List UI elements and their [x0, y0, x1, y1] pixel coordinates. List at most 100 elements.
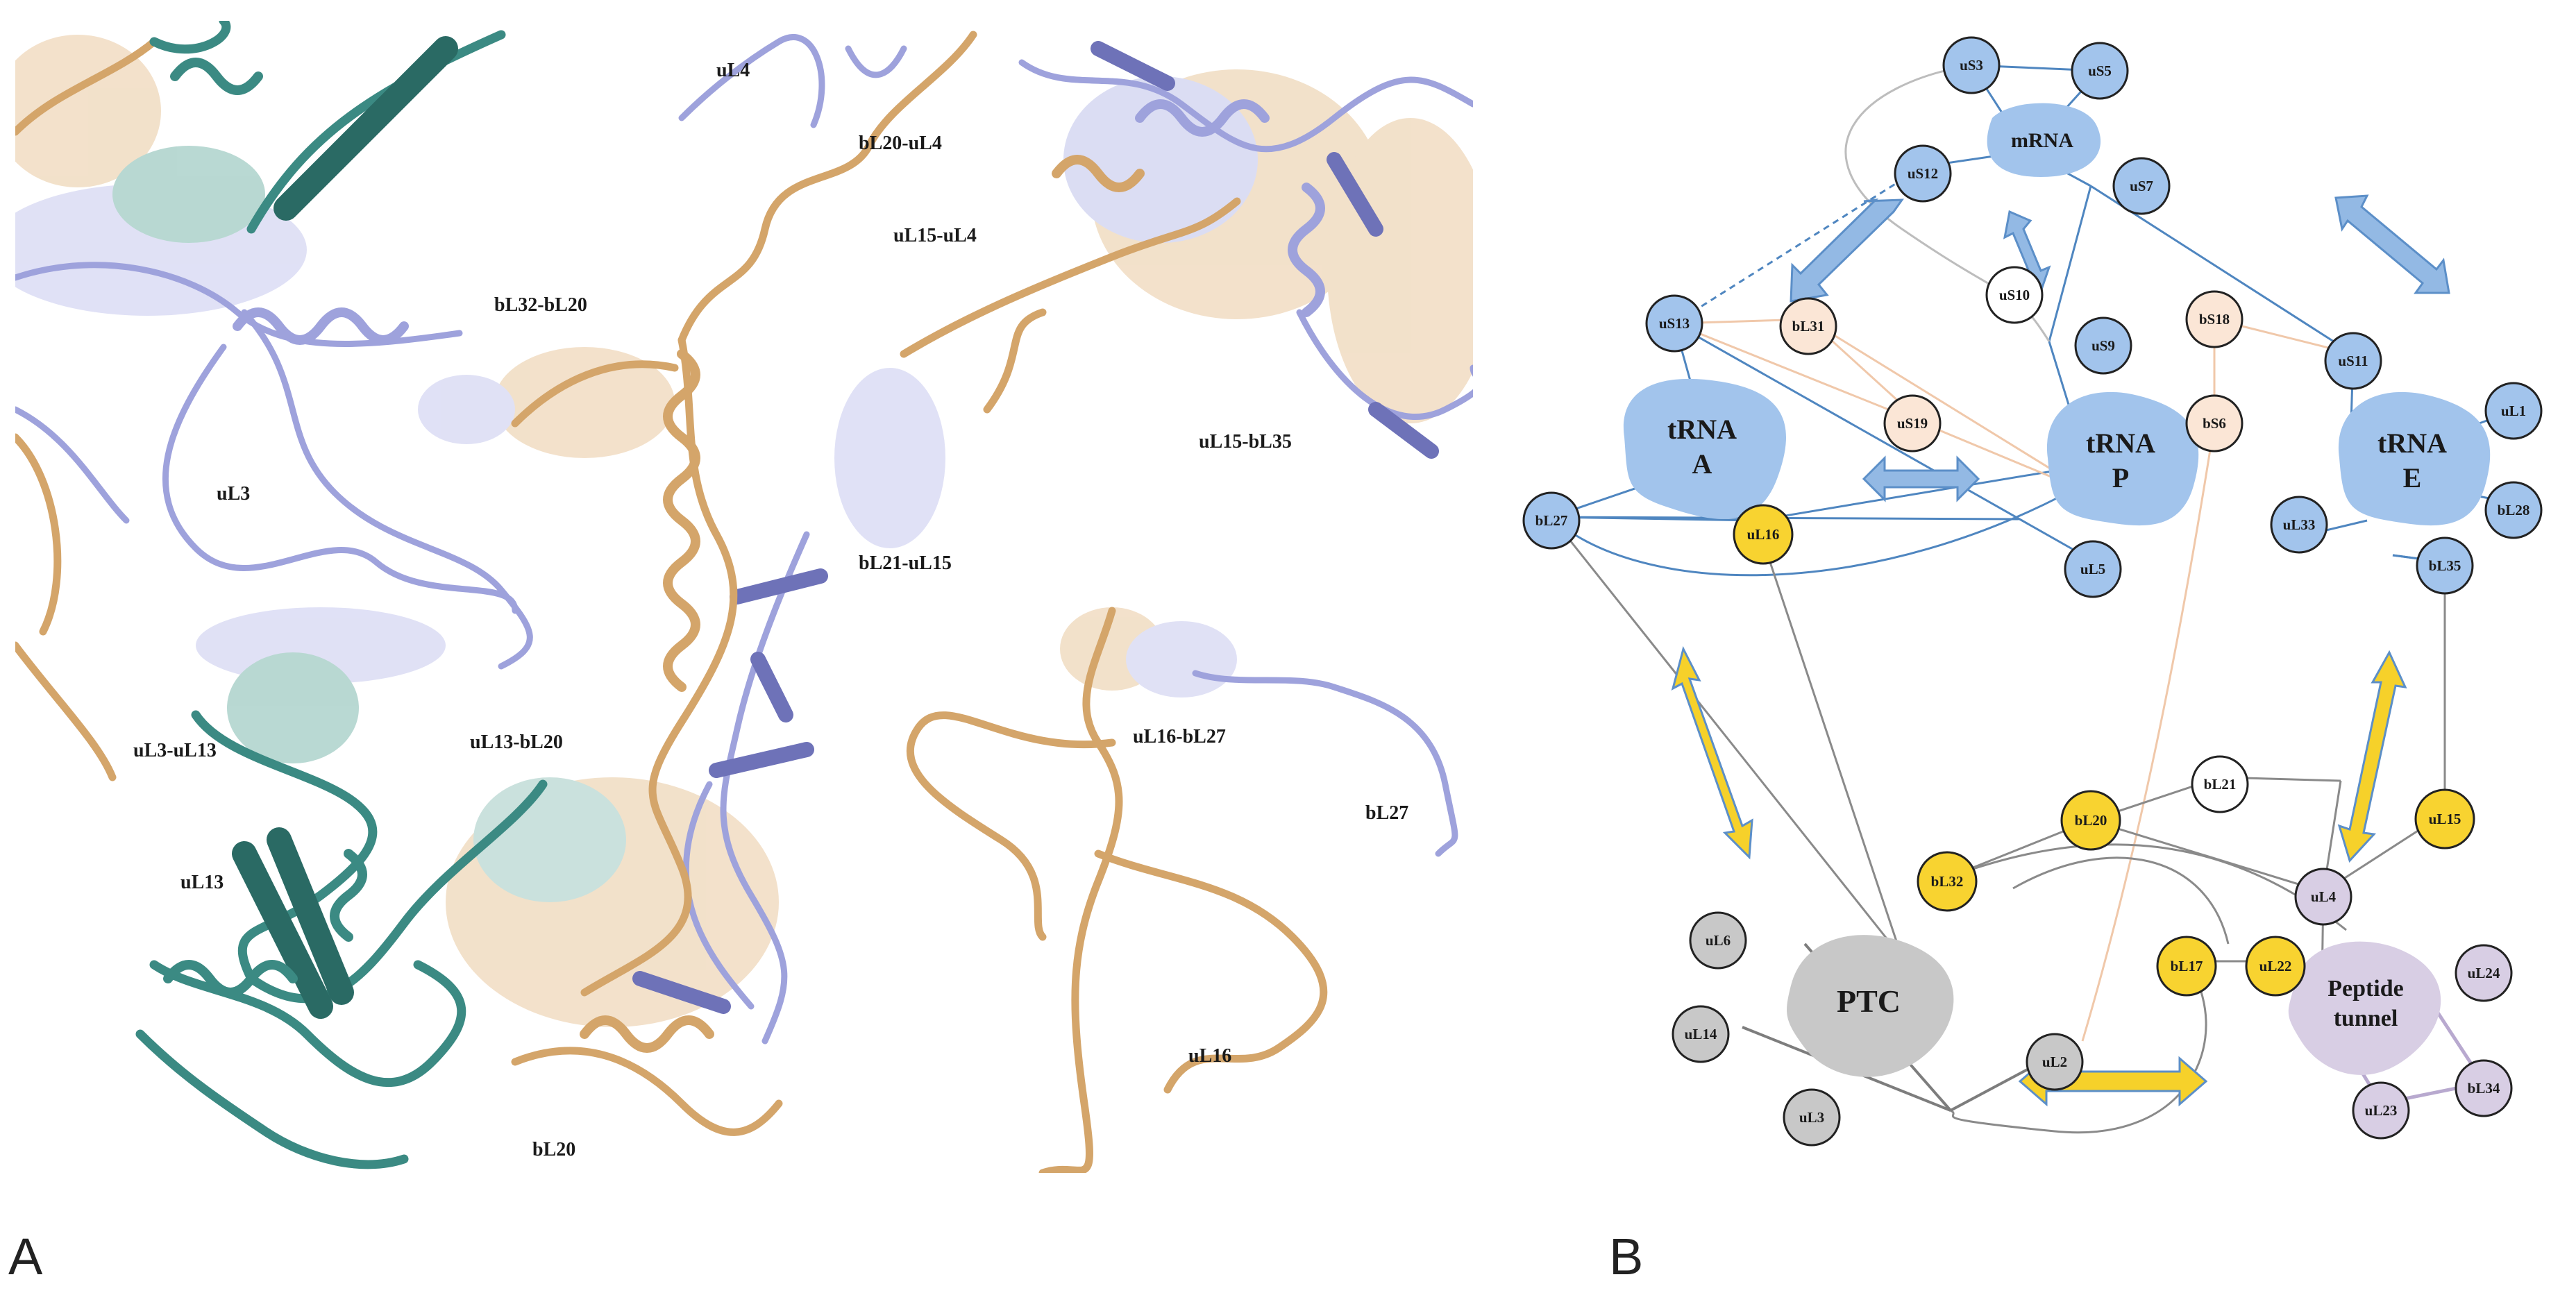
label-ul3: uL3 [217, 483, 250, 505]
hub-trna-p-label-1: tRNA [2086, 428, 2155, 459]
hub-peptide-label-1: Peptide [2327, 976, 2404, 1001]
node-us5-label: uS5 [2088, 62, 2112, 79]
hub-trna-p: tRNA P [2046, 391, 2199, 526]
node-ul2: uL2 [2026, 1033, 2084, 1091]
node-bl32-label: bL32 [1931, 873, 1964, 890]
network-diagram: mRNA tRNA A tRNA P tRNA E PTC Peptide tu… [1522, 36, 2543, 1147]
node-ul22-label: uL22 [2259, 958, 2292, 974]
node-bl32: bL32 [1917, 851, 1978, 912]
node-bl17-label: bL17 [2171, 958, 2203, 974]
ribbon-structure: uL4 bL20-uL4 uL15-uL4 bL32-bL20 uL15-bL3… [15, 21, 1473, 1173]
node-us19: uS19 [1883, 394, 1942, 453]
node-bs18: bS18 [2185, 290, 2244, 348]
arrow-yellow-right [2337, 650, 2407, 863]
node-ul15: uL15 [2414, 788, 2475, 849]
teal-sheet [232, 36, 458, 1019]
node-bl21-label: bL21 [2204, 776, 2237, 793]
node-us7: uS7 [2112, 157, 2171, 215]
panel-letter-a: A [8, 1228, 43, 1285]
node-ul22: uL22 [2245, 936, 2306, 997]
hubs: mRNA tRNA A tRNA P tRNA E PTC Peptide tu… [1623, 103, 2491, 1077]
node-bl35: bL35 [2416, 536, 2474, 595]
hub-trna-a-label-2: A [1692, 448, 1712, 480]
label-ul3-ul13: uL3-uL13 [133, 740, 217, 761]
node-bl28: bL28 [2484, 481, 2543, 539]
node-ul14-label: uL14 [1685, 1026, 1717, 1042]
label-ul16: uL16 [1188, 1045, 1231, 1067]
node-ul2-label: uL2 [2042, 1054, 2067, 1070]
edge-bl32-bl17-arc [2012, 856, 2230, 945]
label-bl27: bL27 [1365, 802, 1408, 824]
node-bl34-label: bL34 [2468, 1080, 2500, 1097]
node-ul16: uL16 [1733, 504, 1794, 565]
edge-bl27-trnap-curve [1550, 477, 2094, 577]
edge-bl17-ul3-arc [1950, 961, 2207, 1134]
node-us13: uS13 [1645, 294, 1703, 353]
node-ul15-label: uL15 [2429, 811, 2461, 827]
node-us12-label: uS12 [1908, 165, 1938, 182]
label-bl20: bL20 [532, 1139, 575, 1160]
label-ul13: uL13 [180, 872, 224, 893]
panel-letter-b: B [1609, 1228, 1644, 1285]
node-bs6: bS6 [2185, 394, 2244, 453]
node-bl28-label: bL28 [2498, 502, 2530, 518]
structure-panel: uL4 bL20-uL4 uL15-uL4 bL32-bL20 uL15-bL3… [15, 21, 1473, 1173]
node-ul1: uL1 [2484, 382, 2543, 440]
node-ul6: uL6 [1689, 911, 1747, 970]
node-us10: uS10 [1985, 266, 2044, 324]
lavender-helix [233, 99, 1325, 345]
label-ul16-bl27: uL16-bL27 [1133, 726, 1226, 747]
node-us5: uS5 [2071, 42, 2129, 100]
node-us13-label: uS13 [1659, 315, 1690, 332]
tan-chains [15, 31, 1328, 1173]
beta-strands [632, 41, 1439, 1014]
node-us11-label: uS11 [2338, 353, 2368, 369]
label-ul13-bl20: uL13-bL20 [470, 732, 563, 753]
node-ul4-label: uL4 [2311, 888, 2337, 905]
node-bl31: bL31 [1779, 297, 1837, 355]
surface-blobs [15, 35, 1473, 1027]
node-bl20: bL20 [2060, 790, 2121, 851]
node-us9-label: uS9 [2091, 337, 2115, 354]
edge-bl32-ul4-arc [1946, 843, 2347, 931]
node-ul16-label: uL16 [1747, 526, 1780, 543]
network-panel: mRNA tRNA A tRNA P tRNA E PTC Peptide tu… [1513, 21, 2554, 1180]
node-us11: uS11 [2324, 332, 2382, 390]
node-bl17: bL17 [2156, 936, 2217, 997]
label-bl32-bl20: bL32-bL20 [494, 294, 587, 316]
node-ul4: uL4 [2294, 868, 2352, 926]
label-ul15-bl35: uL15-bL35 [1199, 431, 1292, 453]
node-ul14: uL14 [1672, 1005, 1730, 1063]
hub-trna-p-label-2: P [2112, 462, 2129, 493]
hub-trna-a: tRNA A [1623, 378, 1787, 519]
node-us19-label: uS19 [1897, 415, 1928, 432]
node-ul33: uL33 [2270, 496, 2328, 554]
hub-trna-e-label-2: E [2403, 462, 2422, 493]
hub-peptide-label-2: tunnel [2334, 1006, 2398, 1031]
node-us12: uS12 [1894, 144, 1952, 203]
node-bl20-label: bL20 [2075, 812, 2107, 829]
node-bl35-label: bL35 [2429, 557, 2461, 574]
edge-us12-us13-dashed [1674, 165, 1923, 325]
node-ul23-label: uL23 [2365, 1102, 2398, 1119]
node-us3-label: uS3 [1960, 57, 1983, 74]
tan-helix [580, 155, 1145, 1053]
double-arrows [1671, 194, 2450, 1107]
label-ul15-ul4: uL15-uL4 [893, 225, 977, 246]
node-bl21: bL21 [2191, 755, 2249, 813]
label-bl20-ul4: bL20-uL4 [859, 133, 942, 154]
hub-ptc: PTC [1787, 935, 1954, 1077]
node-ul5: uL5 [2064, 540, 2122, 598]
label-ul4: uL4 [716, 60, 750, 81]
node-us10-label: uS10 [1999, 287, 2030, 303]
node-ul33-label: uL33 [2283, 516, 2316, 533]
hub-trna-a-label-1: tRNA [1667, 414, 1737, 445]
node-bs18-label: bS18 [2199, 311, 2230, 328]
node-bl27-label: bL27 [1535, 512, 1568, 529]
arrow-yellow-left [1671, 645, 1753, 860]
hub-ptc-label: PTC [1837, 983, 1901, 1019]
node-us7-label: uS7 [2130, 178, 2153, 194]
node-ul3-label: uL3 [1799, 1109, 1824, 1126]
node-ul1-label: uL1 [2501, 403, 2526, 419]
node-bl34: bL34 [2455, 1059, 2513, 1117]
